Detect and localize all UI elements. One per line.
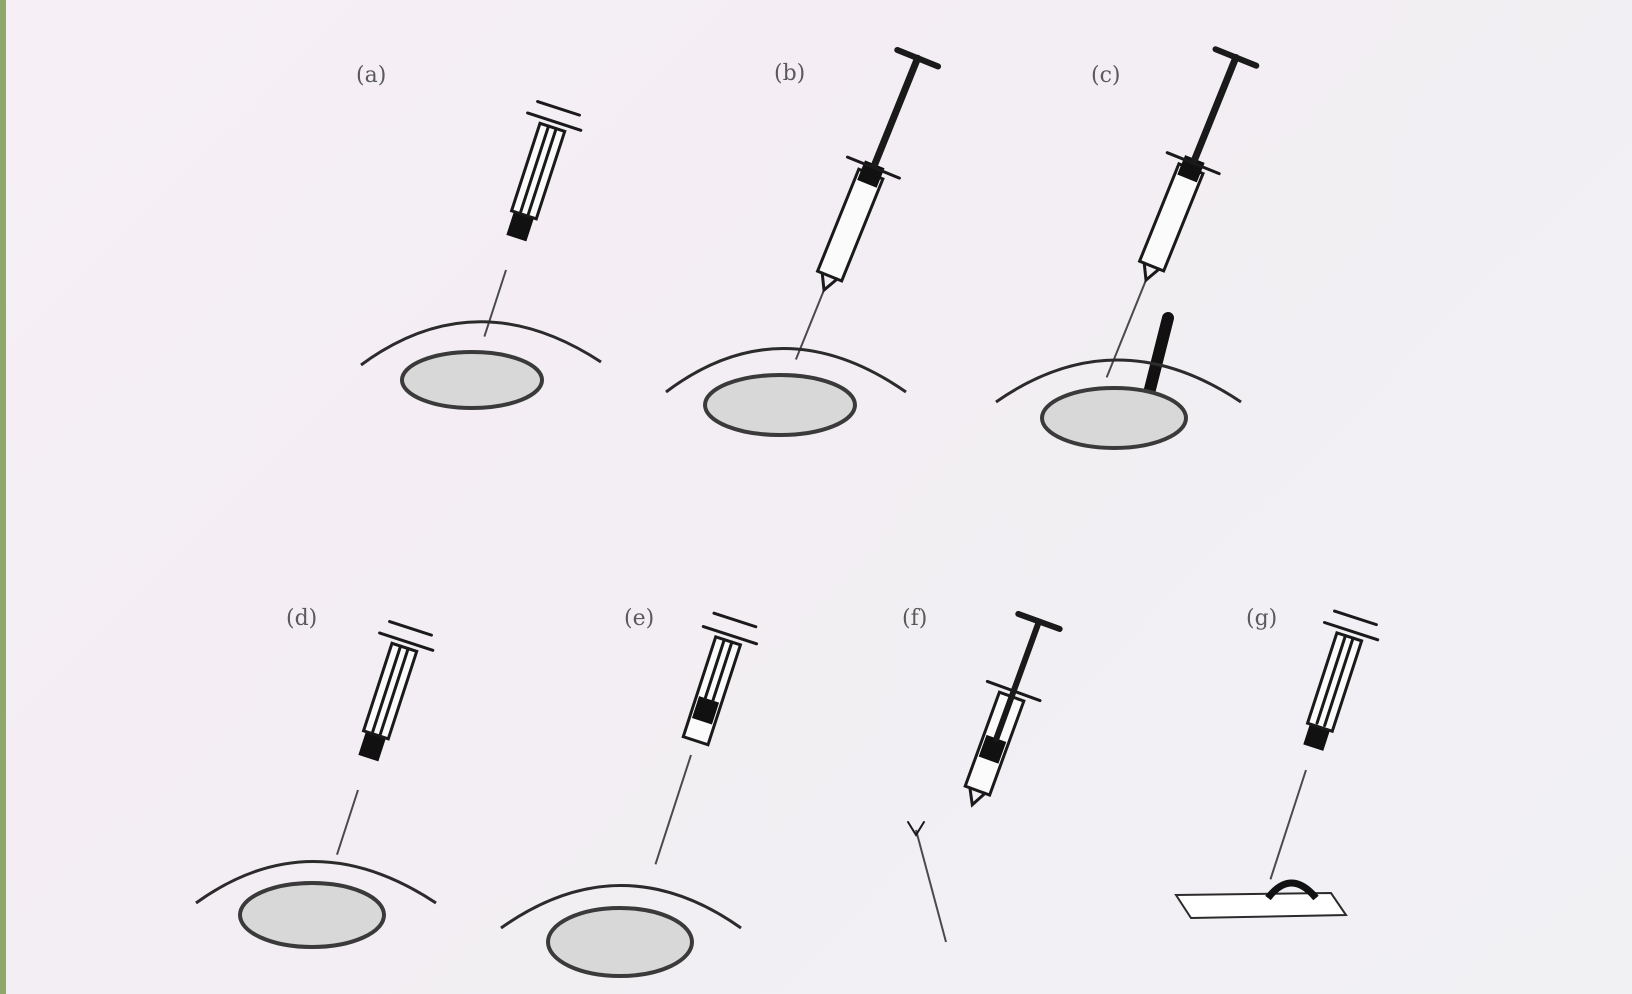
well-icon [548,908,692,976]
panel-c [996,47,1262,448]
panel-label-f: (f) [902,606,927,631]
panel-label-c: (c) [1091,63,1121,88]
panel-a [361,100,601,408]
syringe-icon [946,612,1065,814]
syringe-icon [310,620,437,864]
panel-label-e: (e) [624,606,654,631]
syringe-procedure-diagram: (a) (b) (c) (d) (e) (f) (g) [6,0,1632,994]
syringe-icon [1081,47,1262,388]
slide-icon [1176,893,1346,918]
panel-label-g: (g) [1246,606,1277,631]
well-icon [240,883,384,947]
well-icon [402,352,542,408]
syringe-icon [770,48,944,370]
panel-b [666,48,944,435]
panel-label-b: (b) [774,61,805,86]
diagram-figure: (a) (b) (c) (d) (e) (f) (g) [6,0,1632,994]
needle-icon [908,822,946,942]
panel-g [1176,609,1382,918]
panel-label-d: (d) [286,606,317,631]
syringe-icon [458,100,585,346]
well-icon [1042,388,1186,448]
well-icon [705,375,855,435]
panel-label-a: (a) [356,63,386,88]
panel-e [501,611,762,976]
syringe-icon [629,611,762,873]
panel-d [196,620,437,947]
panel-f [908,612,1065,942]
syringe-icon [1244,609,1382,888]
